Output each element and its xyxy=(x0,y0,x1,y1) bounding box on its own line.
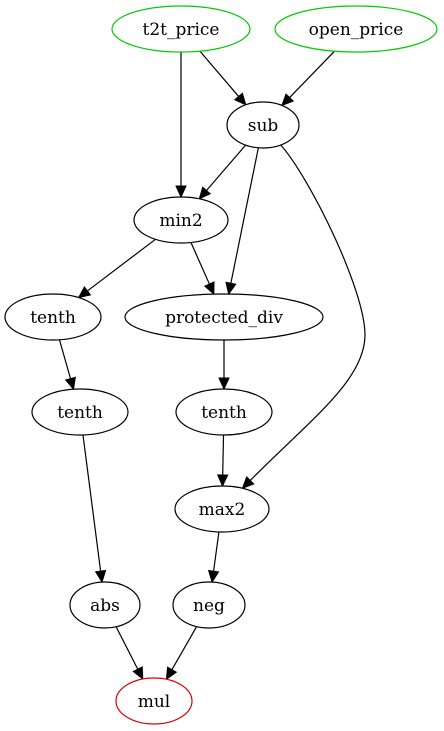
arrowhead-open_price-to-sub xyxy=(281,93,295,107)
edge-tenth_b-to-abs xyxy=(82,434,107,584)
edge-min2-to-tenth_a xyxy=(77,238,156,299)
edge-line-t2t_price-to-sub xyxy=(199,50,240,97)
node-sub: sub xyxy=(226,101,300,149)
arrowhead-min2-to-tenth_a xyxy=(77,286,92,299)
node-shape-tenth_b xyxy=(31,388,129,436)
edge-sub-to-max2 xyxy=(241,144,366,490)
edge-line-min2-to-protected_div xyxy=(190,242,210,285)
node-shape-protected_div xyxy=(124,293,324,341)
node-neg: neg xyxy=(172,581,246,629)
arrowhead-abs-to-mul xyxy=(132,666,144,681)
edge-line-open_price-to-sub xyxy=(289,50,335,98)
edge-sub-to-min2 xyxy=(198,144,247,200)
node-label-t2t_price: t2t_price xyxy=(142,20,219,40)
edge-line-tenth_a-to-tenth_b xyxy=(58,339,72,379)
edge-line-neg-to-mul xyxy=(171,626,198,671)
node-shape-t2t_price xyxy=(111,5,251,53)
edge-open_price-to-sub xyxy=(281,50,335,107)
edge-sub-to-protected_div xyxy=(225,147,259,296)
node-shape-sub xyxy=(226,101,300,149)
edge-line-tenth_c-to-max2 xyxy=(222,434,225,476)
arrowhead-sub-to-min2 xyxy=(198,186,212,200)
node-shape-tenth_a xyxy=(4,293,102,341)
edge-line-sub-to-max2 xyxy=(249,144,366,481)
edge-neg-to-mul xyxy=(165,626,198,681)
node-min2: min2 xyxy=(133,196,229,244)
node-label-protected_div: protected_div xyxy=(165,308,283,328)
edge-t2t_price-to-min2 xyxy=(175,52,187,199)
edge-line-min2-to-tenth_a xyxy=(87,238,156,292)
edge-line-sub-to-min2 xyxy=(206,144,247,191)
node-abs: abs xyxy=(69,581,141,629)
node-label-tenth_b: tenth xyxy=(57,403,103,423)
edge-abs-to-mul xyxy=(115,626,144,681)
node-label-open_price: open_price xyxy=(309,20,404,40)
node-shape-open_price xyxy=(274,5,438,53)
edge-line-max2-to-neg xyxy=(212,531,220,572)
edges-layer xyxy=(58,50,366,681)
node-max2: max2 xyxy=(174,485,270,533)
node-label-mul: mul xyxy=(138,692,171,712)
node-label-min2: min2 xyxy=(159,211,202,231)
node-shape-min2 xyxy=(133,196,229,244)
edge-line-abs-to-mul xyxy=(115,626,139,670)
arrowhead-t2t_price-to-sub xyxy=(233,92,247,106)
node-mul: mul xyxy=(115,677,193,725)
node-t2t_price: t2t_price xyxy=(111,5,251,53)
node-shape-neg xyxy=(172,581,246,629)
arrowhead-tenth_c-to-max2 xyxy=(216,474,229,488)
node-tenth_c: tenth xyxy=(175,388,273,436)
node-shape-max2 xyxy=(174,485,270,533)
edge-line-sub-to-protected_div xyxy=(230,147,259,284)
arrowhead-neg-to-mul xyxy=(165,666,178,681)
arrowhead-protected_div-to-tenth_c xyxy=(218,377,230,391)
edge-t2t_price-to-sub xyxy=(199,50,247,106)
node-label-tenth_c: tenth xyxy=(201,403,247,423)
node-label-tenth_a: tenth xyxy=(30,308,76,328)
edge-protected_div-to-tenth_c xyxy=(218,340,230,391)
edge-max2-to-neg xyxy=(207,531,220,584)
node-protected_div: protected_div xyxy=(124,293,324,341)
node-label-max2: max2 xyxy=(199,500,246,520)
arrowhead-max2-to-neg xyxy=(207,569,220,584)
arrowhead-sub-to-protected_div xyxy=(225,281,237,296)
edge-tenth_a-to-tenth_b xyxy=(58,339,76,391)
arrowhead-sub-to-max2 xyxy=(241,476,255,490)
arrowhead-t2t_price-to-min2 xyxy=(175,185,187,199)
node-shape-mul xyxy=(115,677,193,725)
node-shape-tenth_c xyxy=(175,388,273,436)
node-tenth_b: tenth xyxy=(31,388,129,436)
node-shape-abs xyxy=(69,581,141,629)
arrowhead-min2-to-protected_div xyxy=(203,281,215,296)
node-label-abs: abs xyxy=(90,596,120,616)
node-label-neg: neg xyxy=(193,596,225,616)
node-tenth_a: tenth xyxy=(4,293,102,341)
arrowhead-tenth_a-to-tenth_b xyxy=(64,376,76,391)
node-label-sub: sub xyxy=(248,116,279,136)
node-open_price: open_price xyxy=(274,5,438,53)
arrowhead-tenth_b-to-abs xyxy=(94,569,107,584)
edge-tenth_c-to-max2 xyxy=(216,434,229,488)
edge-line-tenth_b-to-abs xyxy=(82,434,102,572)
edge-min2-to-protected_div xyxy=(190,242,215,296)
